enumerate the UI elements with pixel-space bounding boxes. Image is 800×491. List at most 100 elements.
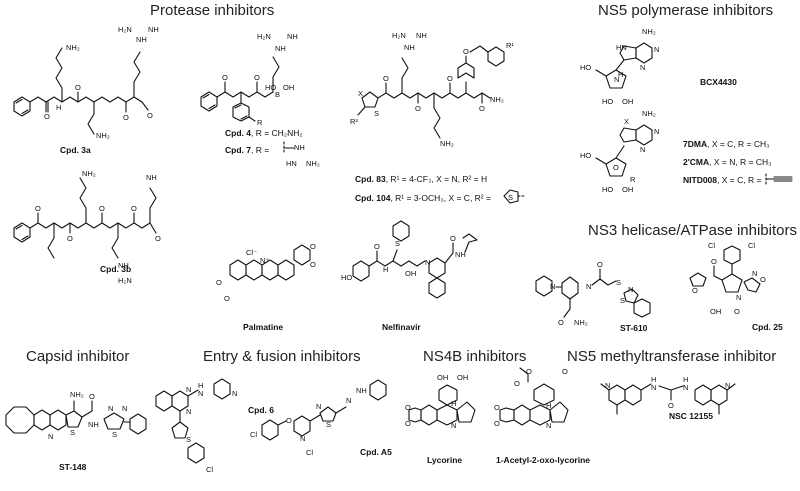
atom-cl: Cl [708,241,715,250]
atom-r: R [257,118,263,127]
atom-n: N [232,389,237,398]
atom-o: O [692,286,698,295]
header-ns5-methyltransferase-inhibitor: NS5 methyltransferase inhibitor [567,348,777,365]
atom-cl: Cl [748,241,755,250]
atom-cl: Cl [306,448,313,457]
atom-h2n: H₂N [257,32,271,41]
structure-palmatine: Cl⁻ N⁺ O O O O [216,242,316,303]
atom-o: O [75,83,81,92]
atom-h: H [198,381,203,390]
atom-o: O [216,278,222,287]
atom-o: O [383,74,389,83]
label-acetyl-oxo-lycorine: 1-Acetyl-2-oxo-lycorine [496,455,590,465]
structure-st-610: N N O S N S O NH₂ [535,260,651,327]
atom-nh: NH [136,35,147,44]
atom-o: O [494,403,500,412]
structure-bcx4430: NH₂ N N HN N H HO HO OH [580,27,659,106]
atom-n: N [186,407,191,416]
structure-nelfinavir: HO O H S OH N O NH [341,220,478,299]
atom-s: S [186,435,191,444]
atom-s: S [620,296,625,305]
atom-nh: NH [294,143,305,152]
atom-n: N [300,434,305,443]
atom-h: H [56,103,61,112]
atom-n-plus: N⁺ [260,256,269,265]
structure-cpd-a5: Cl O N Cl S N N NH [250,379,387,457]
label-st-610: ST-610 [620,323,648,333]
label-nsc-12155: NSC 12155 [669,411,713,421]
atom-ho: HO [265,83,276,92]
atom-n: N [654,45,659,54]
header-ns5-polymerase-inhibitors: NS5 polymerase inhibitors [598,2,774,19]
atom-n: N [451,421,456,430]
atom-h: H [451,399,456,408]
atom-o: O [44,112,50,121]
atom-o: O [254,73,260,82]
atom-s: S [616,278,621,287]
label-palmatine: Palmatine [243,322,284,332]
atom-x: X [358,89,363,98]
atom-hn: HN [286,159,297,168]
atom-oh: OH [457,373,468,382]
label-cpd-25: Cpd. 25 [752,322,783,332]
atom-o: O [463,47,469,56]
atom-nh: NH [275,44,286,53]
structure-nucleoside-analogs: NH₂ X N N O HO HO OH R [580,109,659,194]
atom-nh2: NH₂ [70,390,84,399]
atom-h2n: H₂N [118,276,132,285]
label-cpd-104: Cpd. 104, R¹ = 3-OCH₃, X = C, R² = [355,193,491,203]
atom-o: O [147,111,153,120]
atom-n: N [108,404,113,413]
structure-cpd-6: N N H N N S Cl [155,378,237,474]
atom-r1: R¹ [506,41,514,50]
atom-h: H [383,265,388,274]
substituent-thiophene: S [503,189,527,204]
atom-o: O [67,234,73,243]
atom-r2: R² [350,117,358,126]
atom-o: O [450,234,456,243]
atom-nh2: NH₂ [440,139,454,148]
structure-cpd-3a: O H NH₂ O NH₂ O O NH H₂N NH [13,25,159,140]
substituent-guanidinomethyl: NH HN NH₂ [283,141,320,168]
atom-nh2: NH₂ [82,169,96,178]
atom-o: O [415,104,421,113]
atom-ho: HO [602,185,613,194]
atom-o: O [479,104,485,113]
atom-nh: NH [416,31,427,40]
structure-cpd-83: X S R² O NH H₂N NH O NH₂ O O R¹ O NH₂ [350,31,514,148]
atom-o: O [760,275,766,284]
atom-n: N [683,383,688,392]
header-protease-inhibitors: Protease inhibitors [150,2,275,19]
label-st-148: ST-148 [59,462,87,472]
atom-nh: NH [404,43,415,52]
atom-nh: NH [88,420,99,429]
atom-o: O [222,73,228,82]
atom-n: N [586,282,591,291]
atom-cl: Cl [206,465,213,474]
structure-cpd-4: O O R NH H₂N NH B OH HO [200,32,298,127]
atom-nh2: NH₂ [490,95,504,104]
atom-h: H [683,375,688,384]
label-nitd008: NITD008, X = C, R = [683,175,762,185]
structure-lycorine: OH OH H N O O [405,373,476,430]
atom-s: S [112,430,117,439]
label-cpd-6: Cpd. 6 [248,405,274,415]
atom-n: N [546,421,551,430]
atom-o: O [286,416,292,425]
header-capsid-inhibitor: Capsid inhibitor [26,348,130,365]
substituent-ethynyl [765,173,793,185]
label-nelfinavir: Nelfinavir [382,322,421,332]
atom-n: N [346,396,351,405]
atom-o: O [123,113,129,122]
atom-cl-minus: Cl⁻ [246,248,257,257]
atom-s: S [374,109,379,118]
atom-ho: HO [341,273,352,282]
atom-nh: NH [356,386,367,395]
atom-o: O [405,403,411,412]
atom-s: S [508,193,513,202]
atom-n: N [640,63,645,72]
atom-o: O [447,74,453,83]
atom-cl: Cl [250,430,257,439]
atom-nh2: NH₂ [642,109,656,118]
atom-h2n: H₂N [118,25,132,34]
